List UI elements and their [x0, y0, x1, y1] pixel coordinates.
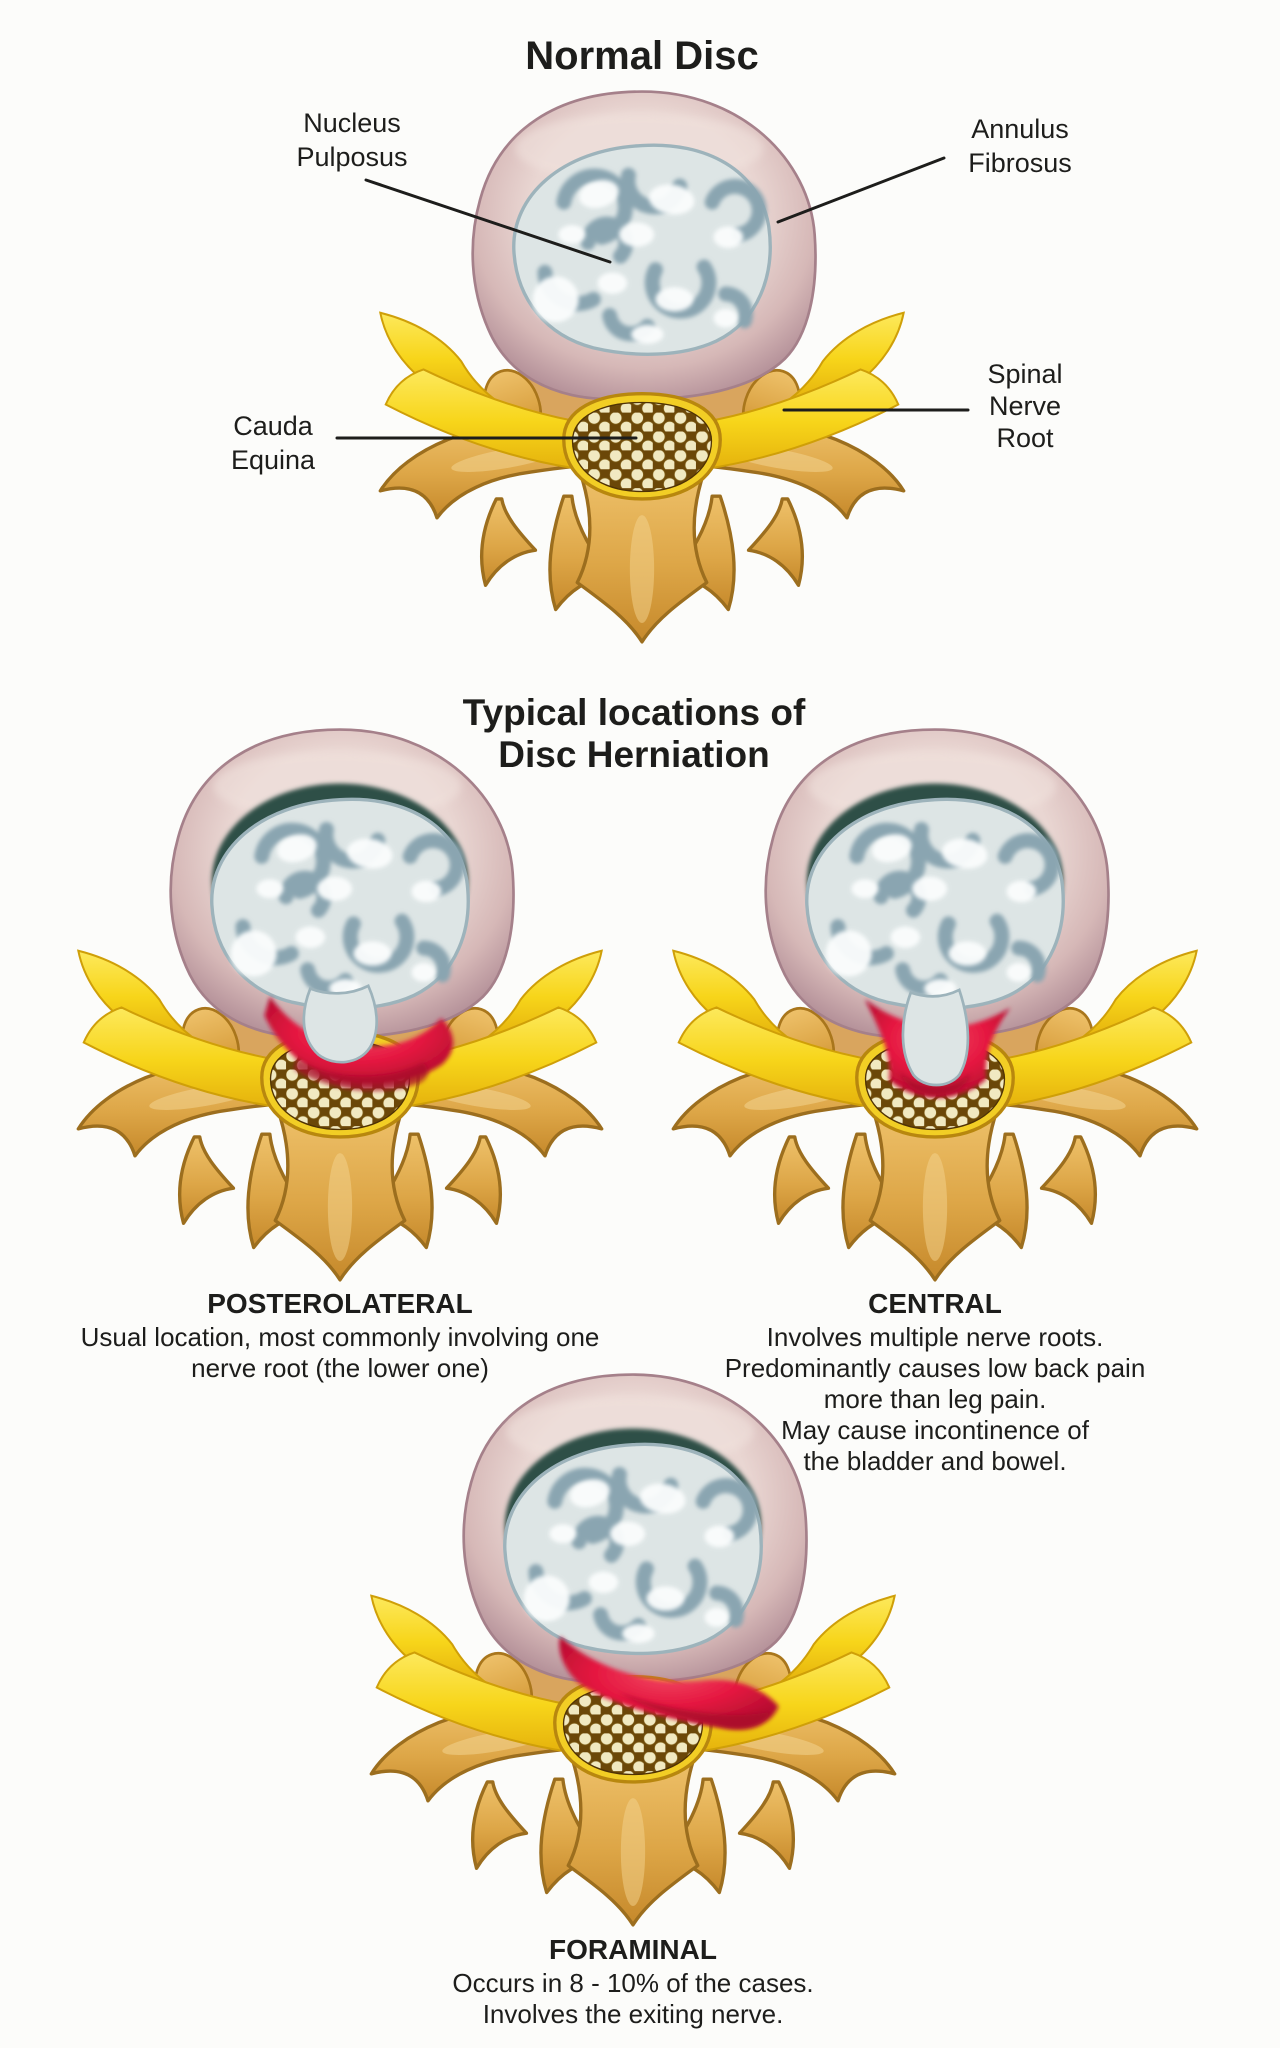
- nucleus-pulposus-label: Nucleus Pulposus: [252, 106, 452, 174]
- central-description: Involves multiple nerve roots. Predomina…: [635, 1322, 1235, 1477]
- posterolateral-description-line1: Usual location, most commonly involving …: [80, 1322, 600, 1352]
- nucleus-pulposus-label-line1: Nucleus: [303, 108, 401, 138]
- central-description-line5: the bladder and bowel.: [803, 1446, 1067, 1476]
- central-description-line3: more than leg pain.: [823, 1384, 1047, 1414]
- foraminal-heading: FORAMINAL: [549, 1934, 717, 1965]
- annulus-fibrosus-label-line1: Annulus: [971, 114, 1069, 144]
- nucleus-pulposus: [212, 799, 468, 1008]
- posterolateral-heading: POSTEROLATERAL: [207, 1288, 473, 1319]
- central-heading: CENTRAL: [868, 1288, 1002, 1319]
- herniation-red-shadow: [619, 1692, 771, 1728]
- central-description-line2: Predominantly causes low back pain: [724, 1353, 1146, 1383]
- nucleus-protrusion: [901, 988, 970, 1087]
- herniation-section-title-line1: Typical locations of: [462, 692, 806, 733]
- cauda-equina: [562, 392, 722, 501]
- spinal-nerve-root-label-line1: Spinal: [987, 359, 1063, 389]
- nucleus-pulposus: [807, 799, 1063, 1008]
- foraminal-description-line2: Involves the exiting nerve.: [482, 1999, 784, 2029]
- herniation-red: [264, 996, 453, 1085]
- cauda-equina-label-line1: Cauda: [233, 411, 313, 441]
- spinal-nerve-root-label: Spinal Nerve Root: [925, 358, 1125, 454]
- posterolateral-description: Usual location, most commonly involving …: [40, 1322, 640, 1384]
- central-herniation-illustration: [671, 708, 1199, 1282]
- herniation-red-shadow: [899, 1072, 971, 1096]
- foraminal-description: Occurs in 8 - 10% of the cases. Involves…: [333, 1968, 933, 2030]
- posterolateral-herniation-illustration: [76, 708, 604, 1282]
- nucleus-protrusion: [302, 984, 379, 1064]
- central-description-line1: Involves multiple nerve roots.: [766, 1322, 1104, 1352]
- annulus-fibrosus-label-line2: Fibrosus: [968, 148, 1072, 178]
- spinal-nerve-root-label-line3: Root: [996, 423, 1054, 453]
- normal-disc-illustration: [378, 70, 906, 644]
- normal-disc-title: Normal Disc: [525, 34, 759, 78]
- spinal-nerve-root-label-line2: Nerve: [988, 391, 1062, 421]
- foraminal-description-line1: Occurs in 8 - 10% of the cases.: [452, 1968, 814, 1998]
- central-description-line4: May cause incontinence of: [781, 1415, 1089, 1445]
- cauda-equina-label: Cauda Equina: [173, 409, 373, 477]
- nucleus-pulposus-label-line2: Pulposus: [296, 142, 408, 172]
- annulus-fibrosus-label: Annulus Fibrosus: [920, 112, 1120, 180]
- cauda-equina-label-line2: Equina: [230, 445, 316, 475]
- herniation-red: [559, 1636, 779, 1730]
- posterolateral-description-line2: nerve root (the lower one): [191, 1353, 489, 1383]
- nucleus-pulposus: [514, 145, 770, 354]
- herniation-section-title: Typical locations of Disc Herniation: [334, 692, 934, 776]
- herniation-section-title-line2: Disc Herniation: [498, 734, 770, 775]
- foraminal-herniation-illustration: [369, 1353, 897, 1927]
- herniation-red-shadow: [294, 1058, 428, 1091]
